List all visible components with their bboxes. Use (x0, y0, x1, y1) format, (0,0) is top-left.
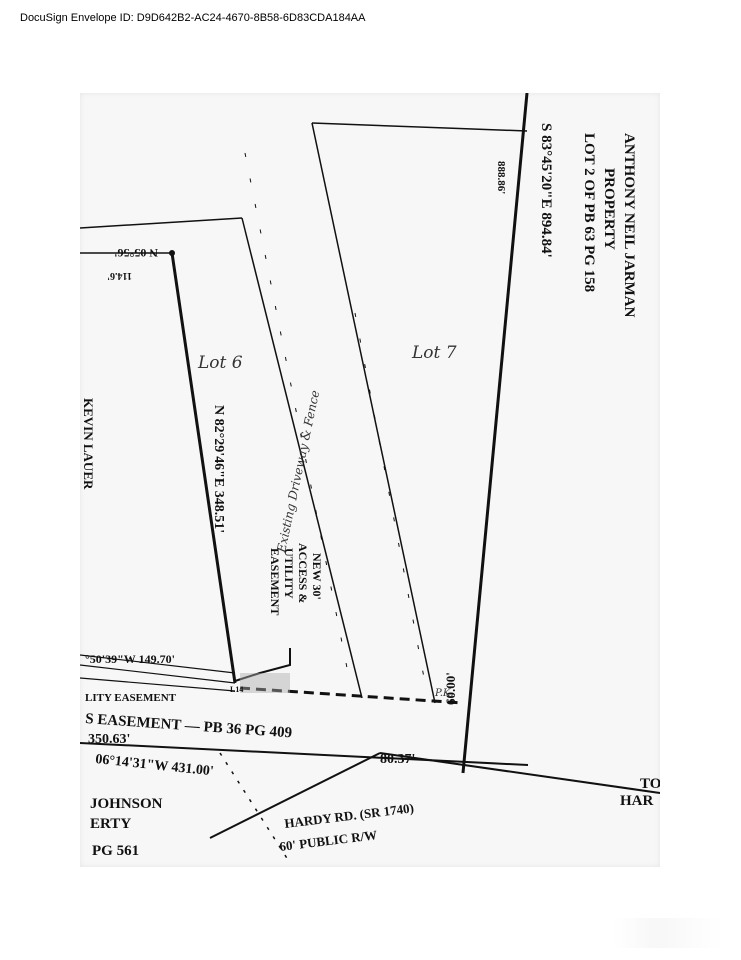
dist-350-label: 350.63' (88, 732, 130, 747)
plat-drawing: ANTHONY NEIL JARMAN PROPERTY LOT 2 OF PB… (80, 93, 660, 864)
docusign-envelope-id: DocuSign Envelope ID: D9D642B2-AC24-4670… (20, 12, 366, 24)
easement-line-1 (80, 654, 236, 674)
new-easement-1: NEW 30' (310, 553, 324, 600)
bearing-n05-label: N 05°56' (114, 246, 158, 260)
survey-plat-scan: ANTHONY NEIL JARMAN PROPERTY LOT 2 OF PB… (80, 93, 660, 867)
erty-label: ERTY (90, 816, 131, 832)
new-easement-3: UTILITY (282, 548, 296, 599)
bearing-n82-label: N 82°29'46"E 348.51' (211, 405, 226, 533)
easement-dashed-line (239, 686, 464, 705)
existing-driveway-label: Existing Driveway & Fence (274, 389, 322, 555)
driveway-dash-2 (354, 312, 426, 684)
dist-8037-label: 80.37' (380, 752, 415, 767)
public-rw-label: 60' PUBLIC R/W (279, 827, 378, 854)
access-stub-line (234, 648, 291, 682)
lot7-label: Lot 7 (411, 343, 457, 363)
new-easement-2: ACCESS & (296, 543, 310, 603)
new-easement-4: EASEMENT (268, 548, 282, 615)
utility-easement-label: LITY EASEMENT (85, 692, 177, 704)
pg561-label: PG 561 (92, 843, 139, 859)
l14-label: L14 (230, 685, 243, 694)
lot6-label: Lot 6 (197, 353, 243, 373)
road-line-top (80, 742, 529, 766)
n82-boundary-line (170, 252, 237, 684)
road-line-diag (209, 752, 381, 839)
hardy-rd-label: HARDY RD. (SR 1740) (284, 800, 415, 831)
right-har-label: HAR (620, 793, 654, 809)
dist-6000-label: 60.00' (443, 672, 458, 705)
driveway-dash-1 (244, 152, 351, 684)
lot7-top-line (311, 122, 528, 132)
plat-lines (80, 93, 660, 864)
dist-114-label: 114.6' (107, 270, 132, 281)
owner-label-2: PROPERTY (601, 168, 617, 250)
scan-smudge (240, 673, 290, 693)
johnson-label: JOHNSON (90, 796, 163, 812)
road-line-right (379, 752, 660, 794)
bearing-east-label: S 83°45'20"E 894.84' (538, 123, 554, 258)
lot6-top-line (80, 217, 243, 229)
corner-marker (169, 250, 175, 256)
east-boundary-line (461, 93, 529, 774)
owner-label-3: LOT 2 OF PB 63 PG 158 (581, 133, 597, 292)
bearing-50-label: °50'39"W 149.70' (85, 652, 175, 666)
right-to-label: TO (640, 776, 660, 792)
lot7-west-line (311, 122, 436, 704)
owner-label-1: ANTHONY NEIL JARMAN (621, 133, 637, 318)
easement-line-3 (80, 677, 236, 692)
scan-corner-artifact (613, 918, 723, 948)
lot6-east-line (241, 217, 363, 699)
bearing-06-label: 06°14'31"W 431.00' (95, 752, 215, 779)
hash-label: 888.86' (495, 161, 507, 194)
pk-label: P.K. (434, 688, 454, 699)
kevin-lauer-label: KEVIN LAUER (81, 398, 96, 490)
easement-line-2 (80, 664, 236, 684)
